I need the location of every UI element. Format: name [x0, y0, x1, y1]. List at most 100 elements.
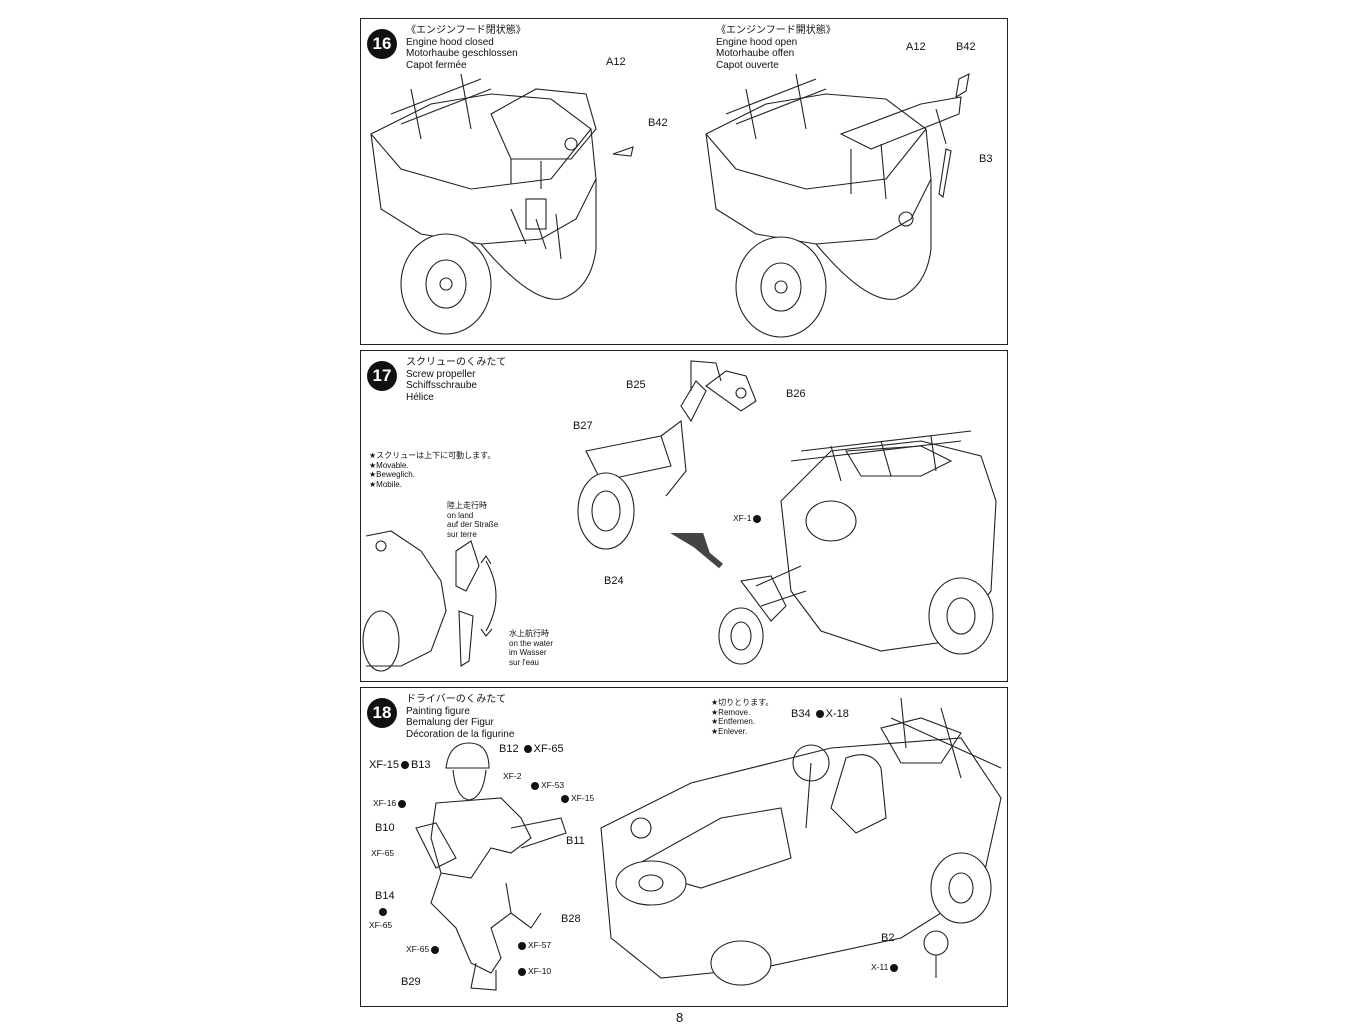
paint-label-xf16: XF-16	[373, 798, 408, 808]
vehicle-with-driver	[600, 697, 1002, 986]
part-code: B12	[499, 743, 519, 755]
on-water-en: on the water	[509, 638, 554, 648]
step-18-titles: ドライバーのくみたて Painting figure Bemalung der …	[406, 694, 514, 740]
title-jp: 《エンジンフード閉状態》	[406, 25, 526, 36]
paint-label-xf65: XF-65	[406, 944, 441, 954]
part-label-b3: B3	[979, 153, 993, 165]
part-label-b29: B29	[401, 976, 421, 988]
title-jp: スクリューのくみたて	[406, 357, 507, 368]
paint-dot-icon	[523, 745, 532, 754]
paint-dot-icon	[400, 761, 409, 770]
paint-code: X-18	[825, 708, 849, 720]
note-fr: ★Mobile.	[369, 479, 402, 489]
paint-dot-icon	[518, 941, 526, 950]
title-de: Motorhaube geschlossen	[406, 48, 518, 59]
remove-fr: ★Enlever.	[711, 726, 748, 736]
part-label-b25: B25	[626, 379, 646, 391]
note-de: ★Beweglich.	[369, 470, 415, 479]
on-water-de: im Wasser	[509, 648, 547, 657]
driver-figure	[415, 742, 567, 991]
paint-dot-icon	[753, 514, 762, 523]
part-code: B13	[410, 759, 431, 771]
part-code: B34	[791, 708, 811, 720]
remove-jp: ★切りとります。	[711, 698, 774, 707]
step-number: 16	[367, 29, 397, 59]
title-jp: 《エンジンフード開状態》	[716, 25, 836, 36]
paint-code: XF-2	[503, 771, 522, 781]
step-17-titles: スクリューのくみたて Screw propeller Schiffsschrau…	[406, 357, 506, 403]
on-water-label: 水上航行時 on the water im Wasser sur l'eau	[509, 629, 553, 667]
step-18-illustration	[415, 697, 1002, 991]
part-label-a12: A12	[606, 56, 626, 68]
title-fr: Capot ouverte	[716, 59, 779, 71]
paint-code: X-11	[871, 962, 889, 972]
part-label-b14: B14	[375, 890, 395, 902]
title-de: Motorhaube offen	[716, 48, 795, 59]
on-land-en: on land	[447, 510, 474, 520]
assembly-arrow	[670, 533, 723, 569]
title-de: Bemalung der Figur	[406, 717, 494, 728]
step-16-right-titles: 《エンジンフード開状態》 Engine hood open Motorhaube…	[716, 25, 836, 71]
remove-en: ★Remove.	[711, 707, 751, 717]
paint-dot-b14	[377, 906, 389, 918]
on-land-fr: sur terre	[447, 529, 477, 539]
vehicle-rear-open	[705, 73, 970, 338]
paint-code: XF-10	[528, 966, 552, 976]
part-label-b24: B24	[604, 575, 624, 587]
paint-code: XF-1	[733, 513, 752, 523]
paint-label-xf15: XF-15	[559, 793, 594, 803]
step-16-panel: 16 《エンジンフード閉状態》 Engine hood closed Motor…	[360, 18, 1008, 345]
paint-code: XF-65	[406, 944, 430, 954]
part-label-b12: B12 XF-65	[499, 743, 564, 755]
remove-note: ★切りとります。 ★Remove. ★Entfernen. ★Enlever.	[711, 698, 773, 736]
part-label-b2: B2	[881, 932, 895, 944]
title-en: Painting figure	[406, 705, 470, 717]
title-en: Screw propeller	[406, 368, 476, 380]
paint-code: XF-53	[541, 780, 565, 790]
paint-dot-icon	[518, 967, 526, 976]
step-number: 17	[367, 361, 397, 391]
on-land-de: auf der Straße	[447, 520, 499, 529]
step-17-panel: 17 スクリューのくみたて Screw propeller Schiffssch…	[360, 350, 1008, 682]
paint-label-xf53: XF-53	[529, 780, 564, 790]
on-water-jp: 水上航行時	[509, 629, 549, 638]
part-label-b11: B11	[566, 835, 585, 847]
title-fr: Hélice	[406, 391, 434, 403]
part-label-b42: B42	[956, 41, 976, 53]
paint-code: XF-57	[528, 940, 552, 950]
part-label-b10: B10	[375, 822, 395, 834]
note-en: ★Movable.	[369, 460, 409, 470]
paint-label-xf10: XF-10	[516, 966, 551, 976]
title-de: Schiffsschraube	[406, 380, 477, 391]
on-land-jp: 陸上走行時	[447, 501, 487, 510]
paint-dot-icon	[531, 781, 539, 790]
movable-note: ★スクリューは上下に可動します。 ★Movable. ★Beweglich. ★…	[369, 451, 495, 489]
step-17-illustration	[362, 360, 997, 672]
paint-code: XF-16	[373, 798, 397, 808]
part-label-b27: B27	[573, 420, 593, 432]
paint-label-xf65: XF-65	[371, 848, 395, 858]
paint-dot-icon	[561, 794, 569, 803]
title-en: Engine hood closed	[406, 36, 494, 48]
step-16-illustration	[370, 73, 970, 338]
paint-dot-icon	[379, 908, 387, 917]
paint-label-xf2: XF-2	[503, 771, 521, 781]
page-number: 8	[676, 1010, 684, 1025]
title-jp: ドライバーのくみたて	[406, 694, 507, 705]
on-land-label: 陸上走行時 on land auf der Straße sur terre	[447, 501, 498, 539]
part-label-b26: B26	[786, 388, 806, 400]
step-18-panel: 18 ドライバーのくみたて Painting figure Bemalung d…	[360, 687, 1008, 1007]
part-label-b34: B34 X-18	[791, 708, 849, 720]
step-16-left-titles: 《エンジンフード閉状態》 Engine hood closed Motorhau…	[406, 25, 526, 71]
title-fr: Capot fermée	[406, 59, 467, 71]
remove-de: ★Entfernen.	[711, 717, 756, 726]
vehicle-rear-propeller	[718, 430, 997, 665]
paint-code: XF-15	[369, 759, 399, 771]
on-water-fr: sur l'eau	[509, 657, 539, 667]
paint-dot-icon	[398, 799, 407, 808]
paint-dot-icon	[890, 963, 899, 972]
paint-label-xf1: XF-1	[733, 513, 763, 523]
paint-dot-icon	[815, 710, 824, 719]
part-label-b42: B42	[648, 117, 668, 129]
title-fr: Décoration de la figurine	[406, 728, 515, 740]
